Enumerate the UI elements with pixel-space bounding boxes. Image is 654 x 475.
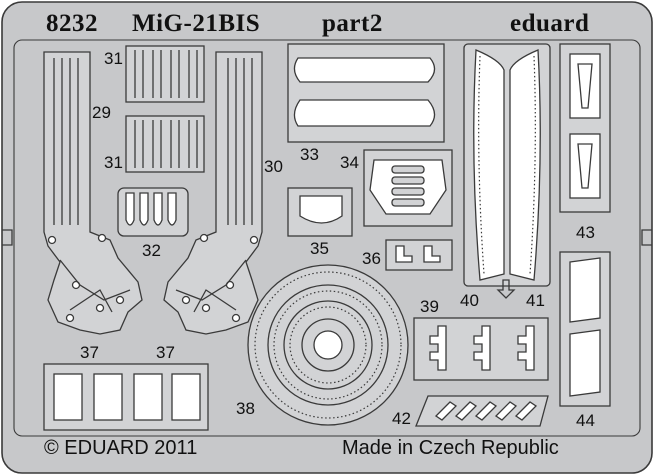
part-title: part2 (322, 10, 383, 37)
part-label-30: 30 (264, 157, 283, 176)
part-32 (117, 187, 189, 237)
part-label-44: 44 (576, 411, 595, 430)
origin-text: Made in Czech Republic (342, 437, 559, 459)
part-label-36: 36 (362, 249, 381, 268)
part-42 (415, 395, 549, 427)
part-label-31b: 31 (104, 153, 123, 172)
part-label-32: 32 (142, 241, 161, 260)
part-label-37a: 37 (80, 343, 99, 362)
brand-logo: eduard (510, 10, 590, 37)
fret-inner-frame (13, 39, 641, 437)
part-30-strut (163, 51, 263, 335)
part-label-38: 38 (236, 399, 255, 418)
part-label-34: 34 (340, 153, 359, 172)
part-label-43: 43 (576, 223, 595, 242)
part-label-29: 29 (92, 103, 111, 122)
part-label-40: 40 (460, 291, 479, 310)
part-31-lower (125, 115, 205, 173)
part-label-31a: 31 (104, 49, 123, 68)
part-33 (287, 43, 445, 143)
part-29-strut (43, 51, 143, 335)
part-36 (385, 239, 453, 271)
part-label-41: 41 (526, 291, 545, 310)
part-37 (43, 363, 209, 431)
part-39 (413, 317, 549, 381)
part-label-37b: 37 (156, 343, 175, 362)
part-label-42: 42 (392, 409, 411, 428)
part-44 (559, 251, 611, 407)
part-34 (363, 149, 453, 227)
copyright-text: © EDUARD 2011 (44, 437, 198, 459)
part-40-41-panel (463, 43, 551, 299)
part-label-39: 39 (420, 297, 439, 316)
part-35 (287, 187, 353, 237)
part-label-33: 33 (300, 145, 319, 164)
model-name: MiG-21BIS (132, 10, 261, 37)
set-number: 8232 (46, 10, 98, 37)
part-label-35: 35 (310, 239, 329, 258)
part-31-upper (125, 45, 205, 103)
part-38-disc (247, 264, 409, 426)
part-43 (559, 43, 611, 213)
